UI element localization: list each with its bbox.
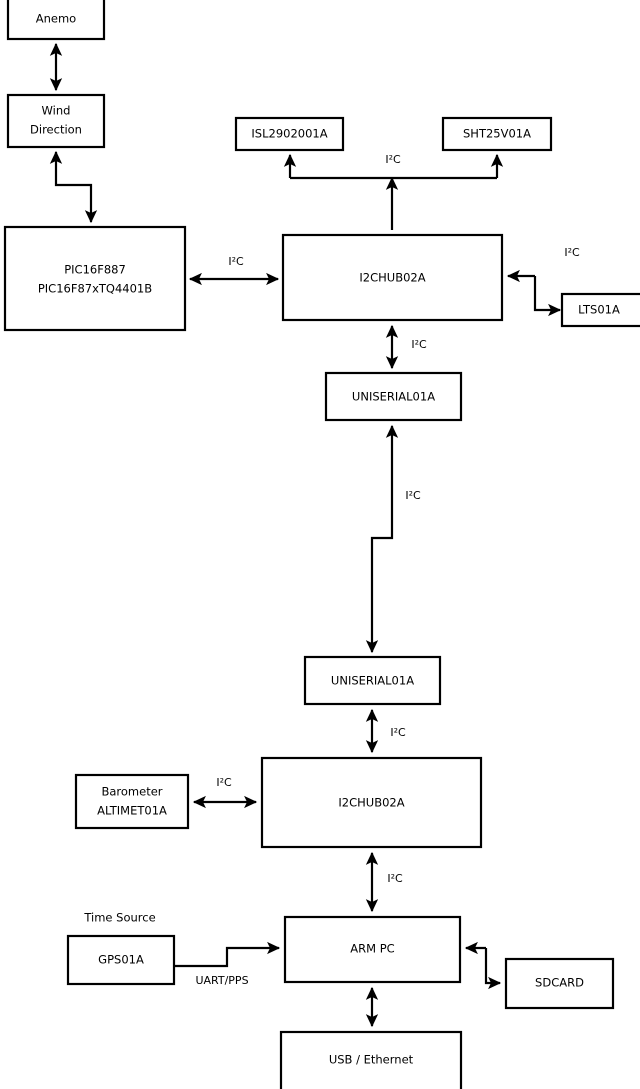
node-arm-pc[interactable]: ARM PC: [283, 915, 462, 984]
edge-armpc-sdcard: [484, 948, 502, 990]
node-uniserial01a-top[interactable]: UNISERIAL01A: [324, 371, 463, 422]
edge-pic-wind: [49, 150, 98, 224]
node-i2chub02a-top[interactable]: I2CHUB02A: [281, 233, 504, 322]
edge-gps-armpc: [174, 941, 281, 968]
node-anemo-label: Anemo: [36, 12, 76, 26]
node-isl2902001a[interactable]: ISL2902001A: [234, 116, 345, 152]
node-gps01a[interactable]: GPS01A: [66, 934, 176, 986]
node-i2chub02a-bottom-label: I2CHUB02A: [338, 796, 404, 810]
edge-uniserial-link: [365, 424, 399, 654]
node-pic-label-1: PIC16F887: [64, 263, 126, 277]
node-gps01a-label: GPS01A: [98, 953, 144, 967]
edge-label-barometer-to-hub2: I²C: [216, 776, 232, 789]
node-wind-direction-label-2: Direction: [30, 123, 82, 137]
node-usb-ethernet-label: USB / Ethernet: [329, 1053, 414, 1067]
node-sdcard-label: SDCARD: [535, 976, 584, 990]
edge-label-hub2-to-armpc: I²C: [387, 872, 403, 885]
node-pic-mcu[interactable]: PIC16F887 PIC16F87xTQ4401B: [3, 225, 187, 332]
edge-label-hub-to-lts: I²C: [564, 246, 580, 259]
node-sdcard[interactable]: SDCARD: [504, 957, 615, 1010]
node-barometer[interactable]: Barometer ALTIMET01A: [74, 773, 190, 830]
node-lts01a-label: LTS01A: [578, 303, 620, 317]
node-i2chub02a-top-label: I2CHUB02A: [359, 271, 425, 285]
node-barometer-label-2: ALTIMET01A: [97, 804, 167, 818]
edge-hub-to-lts: [533, 276, 562, 317]
node-isl2902001a-label: ISL2902001A: [251, 127, 327, 141]
node-uniserial01a-bottom-label: UNISERIAL01A: [331, 674, 414, 688]
node-sht25v01a-label: SHT25V01A: [463, 127, 531, 141]
label-time-source: Time Source: [83, 911, 155, 925]
edge-label-gps-to-armpc: UART/PPS: [195, 974, 248, 987]
node-arm-pc-label: ARM PC: [350, 942, 394, 956]
node-i2chub02a-bottom[interactable]: I2CHUB02A: [260, 756, 483, 849]
node-wind-direction-label-1: Wind: [42, 104, 71, 118]
node-wind-direction[interactable]: Wind Direction: [6, 93, 106, 149]
node-pic-label-2: PIC16F87xTQ4401B: [38, 282, 152, 296]
edge-label-uniserial-to-hub2: I²C: [390, 726, 406, 739]
edge-label-hub-bus-top: I²C: [385, 153, 401, 166]
node-anemo[interactable]: Anemo: [6, 0, 106, 41]
edge-label-uniserial-link: I²C: [405, 489, 421, 502]
node-sht25v01a[interactable]: SHT25V01A: [441, 116, 553, 152]
node-barometer-label-1: Barometer: [101, 785, 162, 799]
node-uniserial01a-bottom[interactable]: UNISERIAL01A: [303, 655, 442, 706]
edge-label-hub-to-uniserial: I²C: [411, 338, 427, 351]
node-lts01a[interactable]: LTS01A: [560, 292, 640, 328]
node-usb-ethernet[interactable]: USB / Ethernet: [279, 1030, 463, 1089]
edge-label-pic-to-hub: I²C: [228, 255, 244, 268]
node-uniserial01a-top-label: UNISERIAL01A: [352, 390, 435, 404]
